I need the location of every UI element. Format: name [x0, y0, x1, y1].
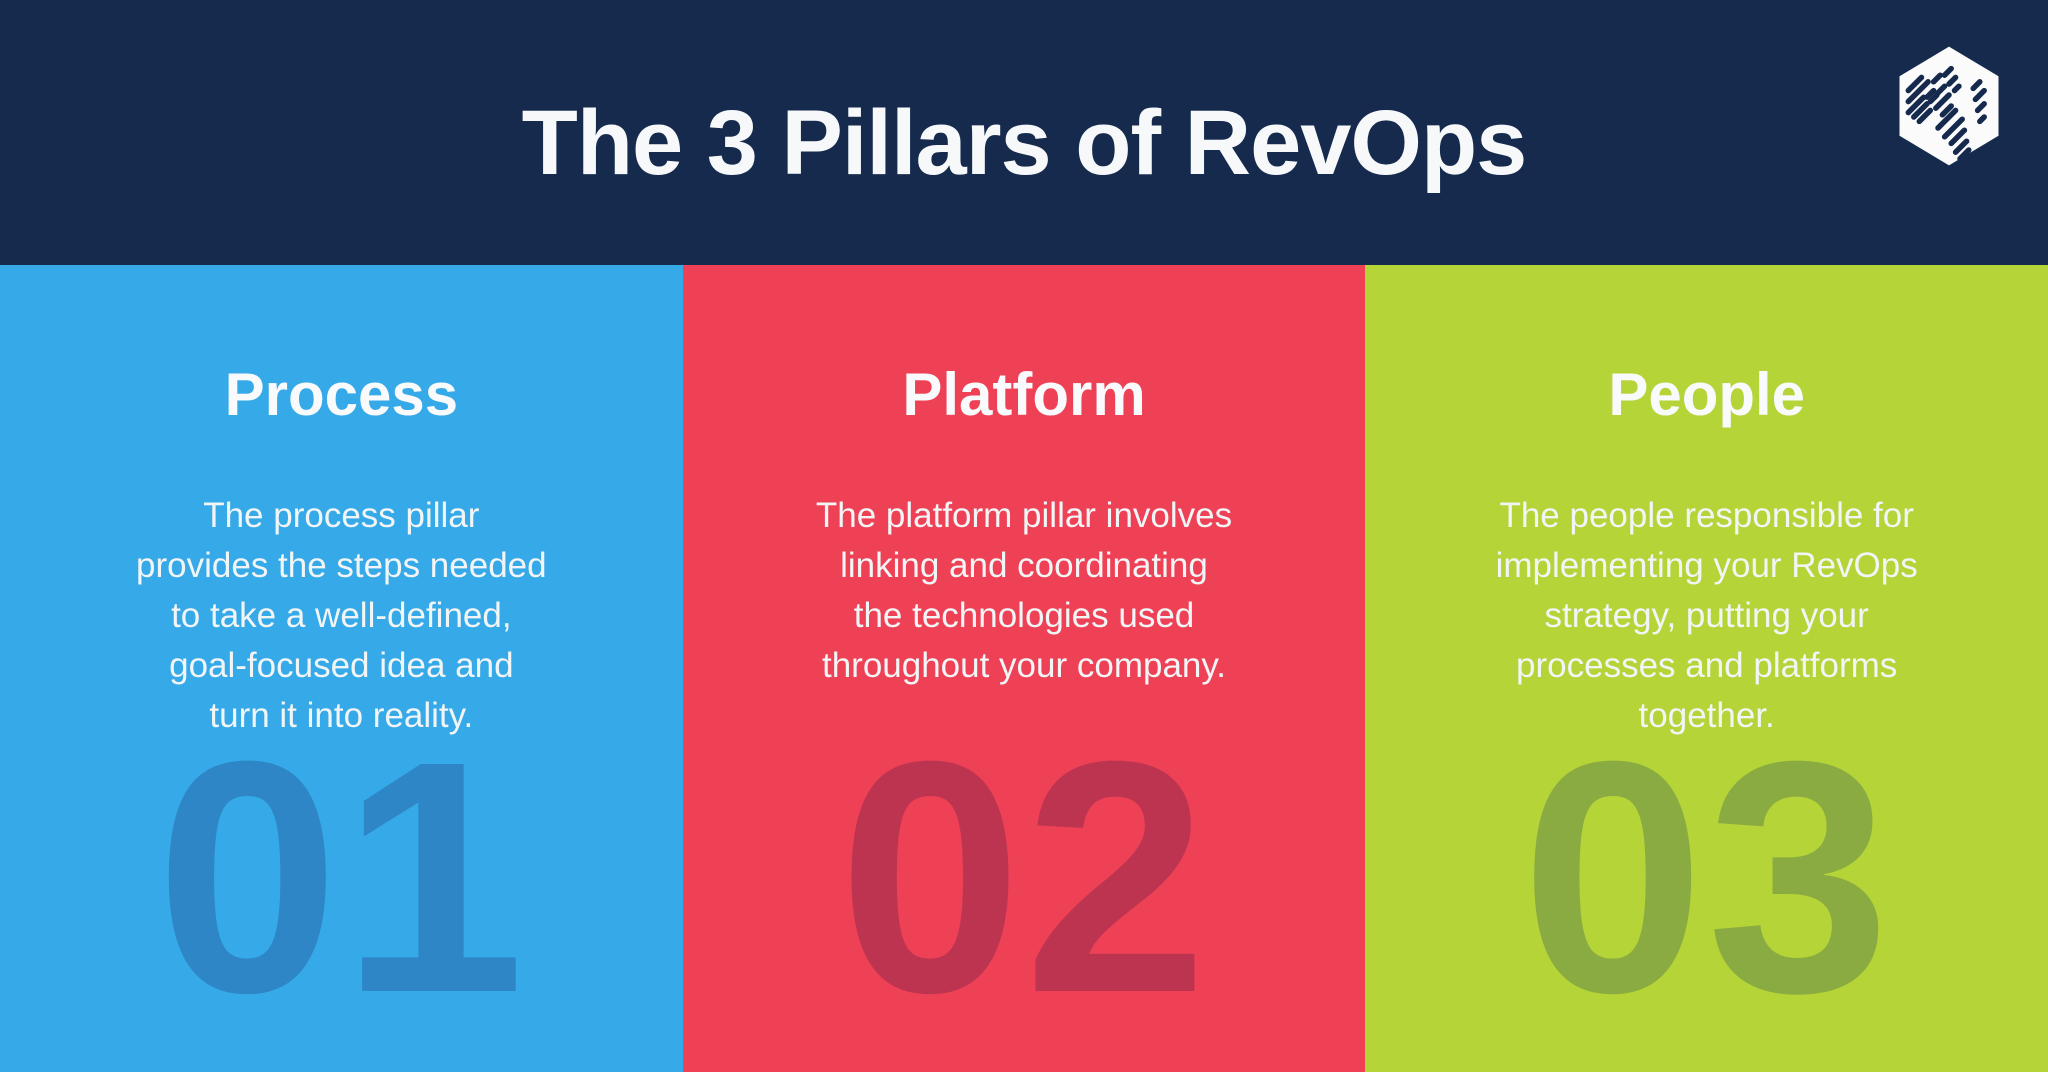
pillar-number-03: 03: [1521, 692, 1893, 1061]
pillar-title-platform: Platform: [902, 361, 1146, 428]
pillar-description-process: The process pillar provides the steps ne…: [136, 496, 547, 735]
page-title: The 3 Pillars of RevOps: [521, 92, 1528, 194]
header-banner: The 3 Pillars of RevOps: [0, 0, 2048, 265]
pillar-title-people: People: [1608, 361, 1806, 428]
pillar-description-platform: The platform pillar involves linking and…: [815, 496, 1233, 685]
pillars-row: Process The process pillar provides the …: [0, 265, 2048, 1072]
pillar-card-process: Process The process pillar provides the …: [0, 265, 683, 1072]
pillar-number-01: 01: [155, 692, 527, 1061]
pillar-card-platform: Platform The platform pillar involves li…: [682, 265, 1366, 1072]
pillar-card-people: People The people responsible for implem…: [1365, 265, 2048, 1072]
pillar-title-process: Process: [224, 361, 459, 428]
hexagon-logo-icon: [1894, 44, 2004, 168]
pillar-description-people: The people responsible for implementing …: [1495, 496, 1918, 735]
pillar-number-02: 02: [838, 692, 1210, 1061]
